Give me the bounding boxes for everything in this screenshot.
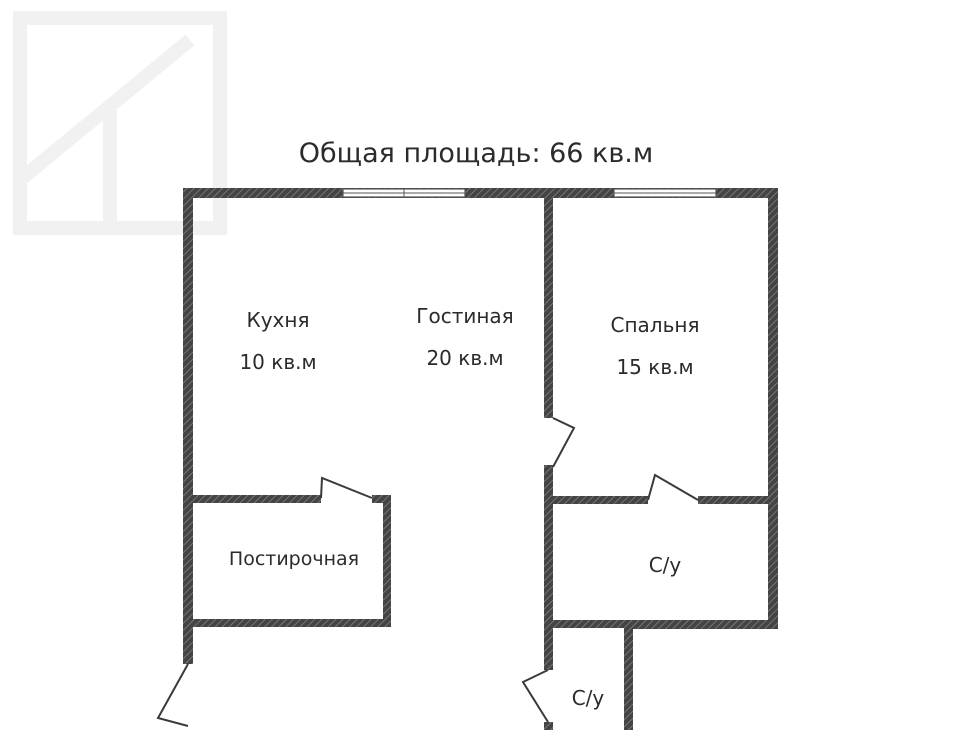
wall-living-bedroom-lower	[544, 465, 553, 670]
room-kitchen: Кухня 10 кв.м	[239, 308, 316, 374]
door-entrance	[156, 663, 189, 727]
room-laundry: Постирочная	[229, 548, 359, 570]
bath2-name: С/у	[572, 686, 605, 710]
wall-kitchen-laundry-right	[372, 495, 390, 503]
room-bath1: С/у	[649, 553, 682, 577]
wall-living-bedroom-upper	[544, 188, 553, 418]
total-area-title: Общая площадь: 66 кв.м	[299, 138, 653, 169]
wall-right-bottom	[626, 620, 778, 629]
living-area: 20 кв.м	[426, 346, 503, 370]
door-bedroom	[552, 417, 576, 468]
wall-kitchen-laundry-left	[193, 495, 321, 503]
wall-top	[183, 188, 778, 198]
kitchen-name: Кухня	[247, 308, 310, 332]
wall-laundry-bottom	[193, 619, 391, 627]
doors	[156, 417, 699, 727]
wall-bedroom-bath-right	[698, 496, 768, 504]
room-bath2: С/у	[572, 686, 605, 710]
room-bedroom: Спальня 15 кв.м	[611, 313, 700, 379]
door-bath2	[521, 669, 549, 723]
windows	[342, 188, 717, 198]
wall-bath1-bath2	[553, 620, 626, 628]
watermark-logo	[13, 11, 227, 235]
wall-bath2-right	[624, 620, 633, 730]
bath1-name: С/у	[649, 553, 682, 577]
living-name: Гостиная	[416, 304, 513, 328]
door-bath1	[647, 473, 699, 501]
wall-right	[768, 188, 778, 628]
wall-laundry-right	[383, 495, 391, 626]
bedroom-name: Спальня	[611, 313, 700, 337]
room-living: Гостиная 20 кв.м	[416, 304, 513, 370]
laundry-name: Постирочная	[229, 548, 359, 570]
walls	[183, 188, 778, 730]
wall-living-bath2-lower	[544, 722, 553, 730]
bedroom-area: 15 кв.м	[616, 355, 693, 379]
kitchen-area: 10 кв.м	[239, 350, 316, 374]
door-laundry	[320, 476, 373, 499]
wall-bedroom-bath	[553, 496, 648, 504]
wall-left-upper	[183, 188, 193, 664]
